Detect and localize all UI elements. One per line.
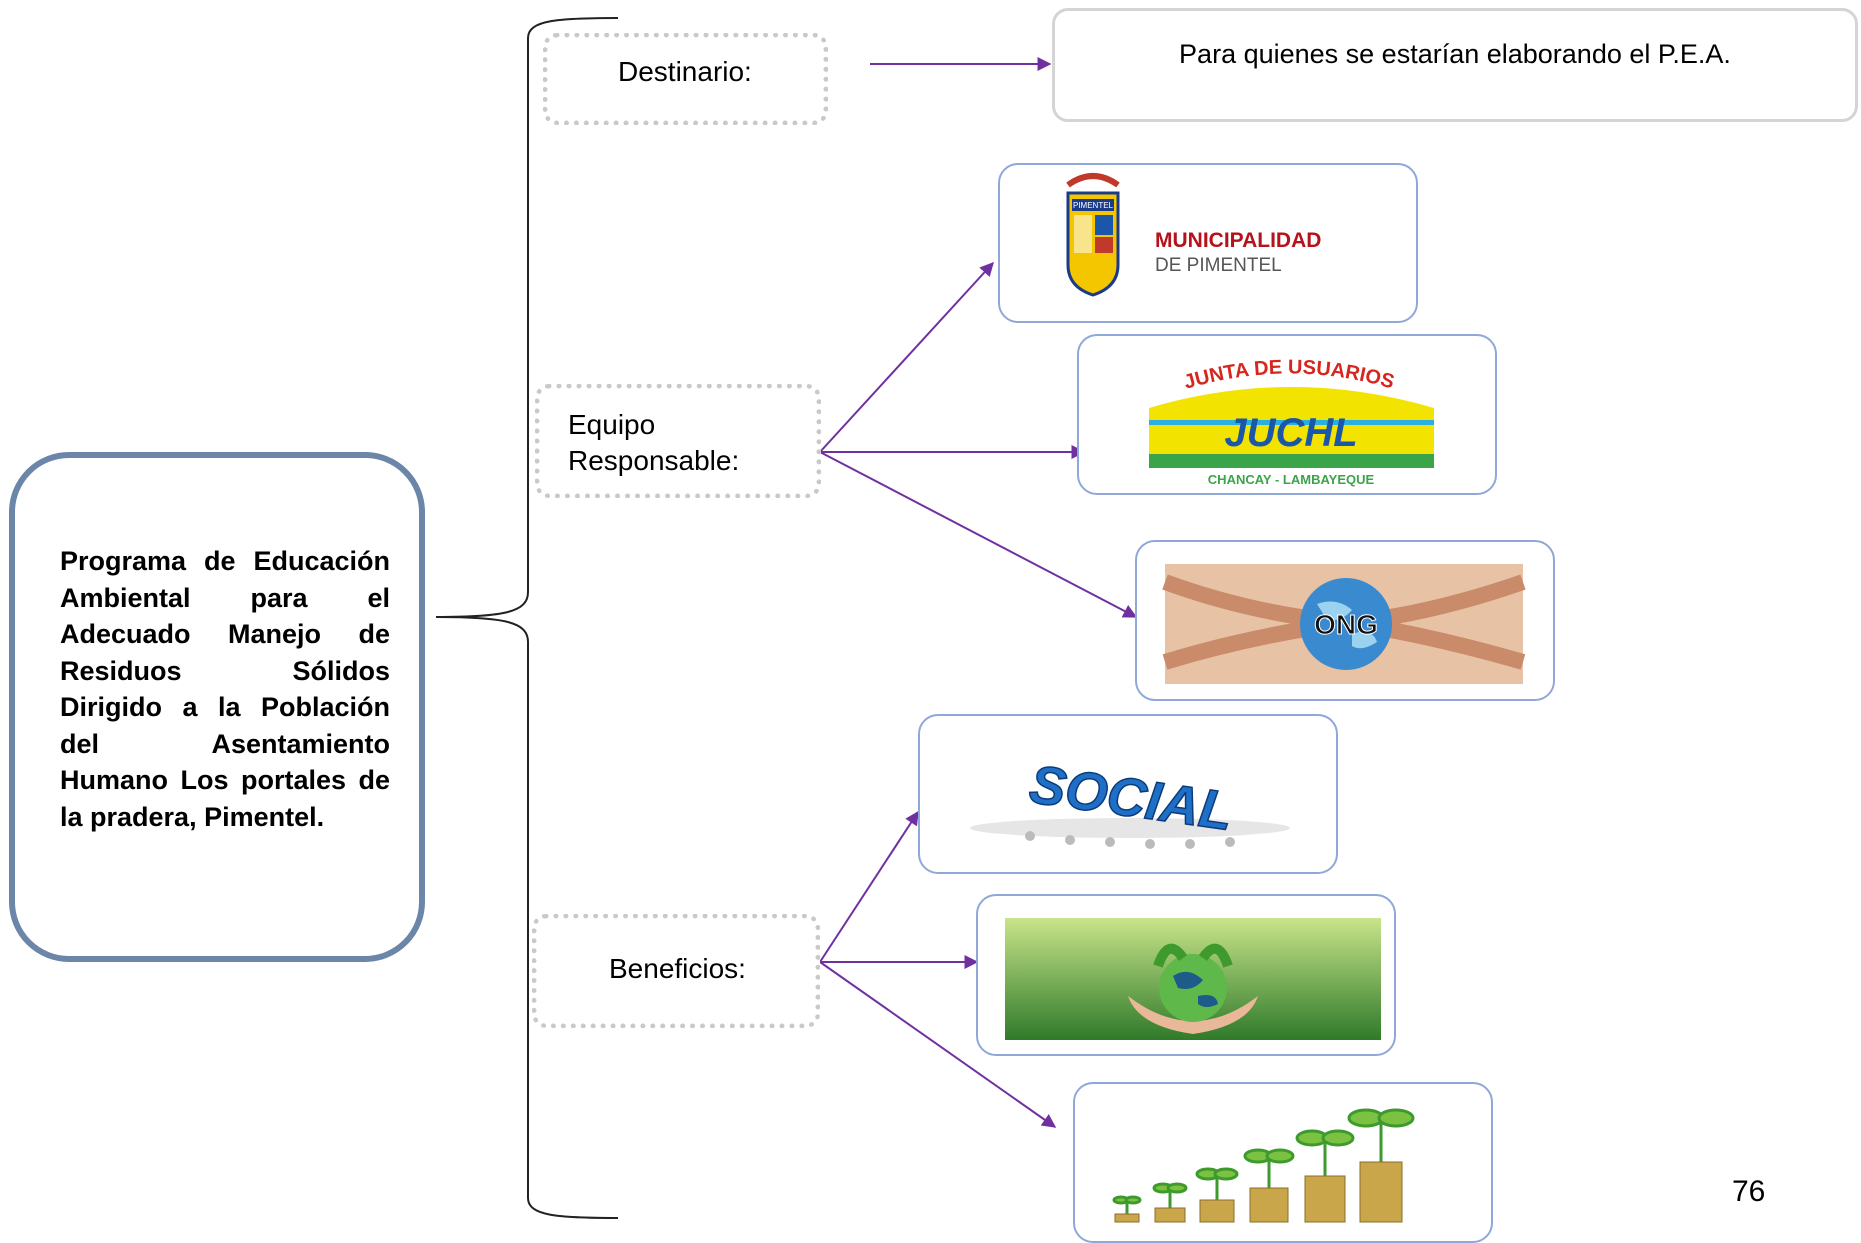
arrow-to-municipalidad xyxy=(819,261,994,453)
equipo-label-line1: Equipo xyxy=(568,409,656,440)
juchl-bottom-text: CHANCAY - LAMBAYEQUE xyxy=(1208,472,1375,487)
equipo-box: Equipo Responsable: xyxy=(535,384,821,498)
earth-icon xyxy=(1159,954,1227,1022)
destinatario-box: Destinario: xyxy=(543,33,828,125)
destinatario-description: Para quienes se estarían elaborando el P… xyxy=(1179,39,1731,69)
beneficios-box: Beneficios: xyxy=(532,914,820,1028)
beneficios-label: Beneficios: xyxy=(609,953,746,984)
municipalidad-logo-box: PIMENTEL MUNICIPALIDAD DE PIMENTEL xyxy=(998,163,1418,323)
juchl-name: JUCHL xyxy=(1224,411,1357,455)
main-concept-box: Programa de Educación Ambiental para el … xyxy=(9,452,425,962)
municipalidad-logo: PIMENTEL MUNICIPALIDAD DE PIMENTEL xyxy=(1066,173,1321,297)
curly-bracket xyxy=(435,17,619,1219)
ong-image-box: ONG xyxy=(1135,540,1555,701)
seal-text: PIMENTEL xyxy=(1073,201,1114,210)
juchl-logo-box: JUNTA DE USUARIOS JUCHL CHANCAY - LAMBAY… xyxy=(1077,334,1497,495)
coins-plants-image xyxy=(1112,1108,1415,1223)
globe-icon xyxy=(1300,578,1392,670)
arrow-to-ong xyxy=(819,451,1138,618)
social-image: SOCIAL xyxy=(970,753,1290,849)
social-image-box: SOCIAL xyxy=(918,714,1338,874)
arrow-to-coins xyxy=(819,961,1057,1128)
destinatario-description-box: Para quienes se estarían elaborando el P… xyxy=(1052,8,1858,122)
municipalidad-name: MUNICIPALIDAD xyxy=(1155,229,1321,252)
earth-hands-image-box xyxy=(976,894,1396,1056)
ong-text: ONG xyxy=(1314,609,1378,640)
juchl-logo: JUNTA DE USUARIOS JUCHL CHANCAY - LAMBAY… xyxy=(1149,356,1434,487)
equipo-label-line2: Responsable: xyxy=(568,445,740,476)
earth-hands-image xyxy=(1005,918,1381,1040)
page-number: 76 xyxy=(1732,1175,1766,1208)
destinatario-label: Destinario: xyxy=(618,56,752,87)
municipalidad-subname: DE PIMENTEL xyxy=(1155,255,1282,276)
coins-plants-image-box xyxy=(1073,1082,1493,1243)
arrow-to-social xyxy=(819,810,919,963)
ong-image: ONG xyxy=(1162,564,1526,684)
main-concept-text: Programa de Educación Ambiental para el … xyxy=(60,546,390,832)
